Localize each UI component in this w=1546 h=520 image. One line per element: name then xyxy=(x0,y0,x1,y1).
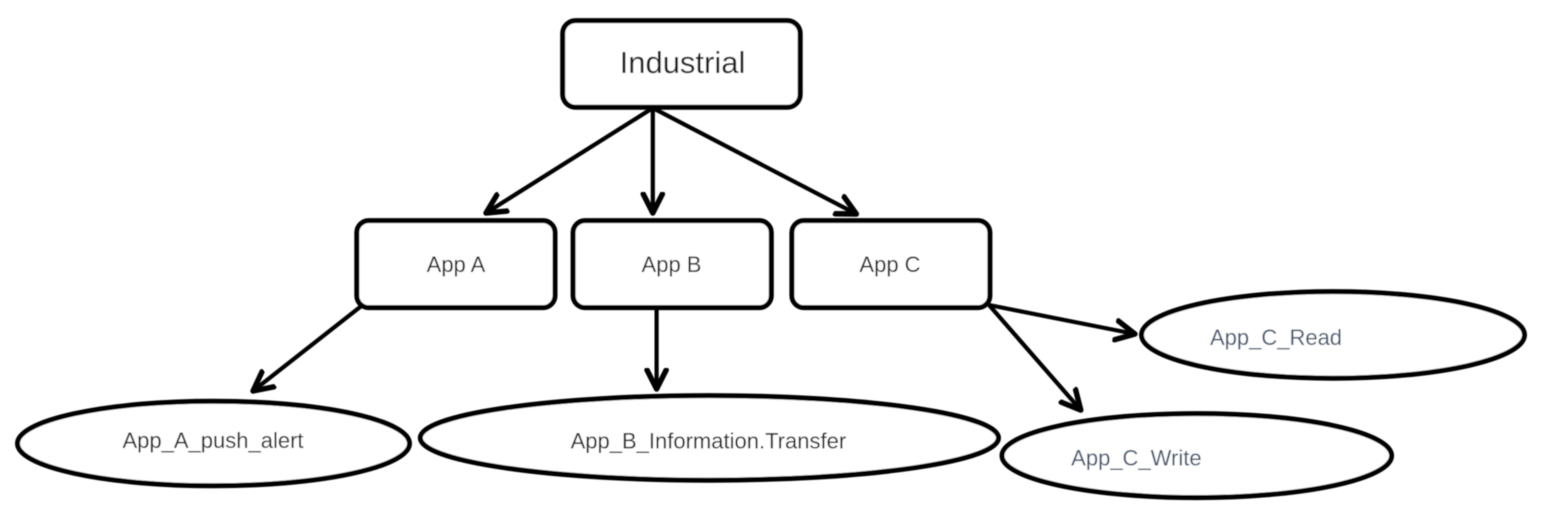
svg-text:App_C_Write: App_C_Write xyxy=(1071,446,1201,471)
svg-text:App_A_push_alert: App_A_push_alert xyxy=(122,428,303,453)
svg-text:App C: App C xyxy=(859,252,920,277)
svg-text:Industrial: Industrial xyxy=(620,45,746,80)
svg-text:App B: App B xyxy=(642,252,702,277)
svg-text:App_B_Information.Transfer: App_B_Information.Transfer xyxy=(571,428,847,453)
svg-text:App A: App A xyxy=(427,252,486,277)
svg-text:App_C_Read: App_C_Read xyxy=(1210,325,1342,350)
